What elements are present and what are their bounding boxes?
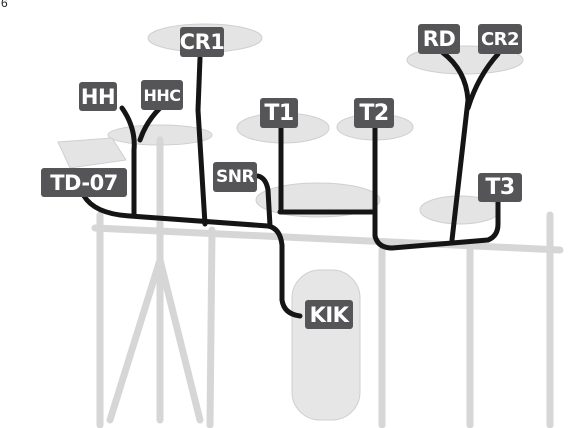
snare-cable xyxy=(255,173,273,229)
ride-cable xyxy=(439,49,471,243)
label-hh: HH xyxy=(79,82,117,111)
crash1-cable xyxy=(195,55,208,227)
label-rd: RD xyxy=(418,24,460,54)
label-cr2: CR2 xyxy=(478,24,522,54)
hihat-controller-cable xyxy=(137,105,163,143)
label-hhc: HHC xyxy=(141,80,183,110)
ride-tom-cable xyxy=(372,197,501,251)
label-td07: TD-07 xyxy=(41,168,127,197)
crash2-cable xyxy=(465,51,501,111)
label-t2: T2 xyxy=(354,98,394,128)
main-cable-trunk xyxy=(81,193,303,319)
label-t3: T3 xyxy=(478,173,522,202)
page-number: 6 xyxy=(1,0,8,10)
module-unit xyxy=(57,137,127,169)
label-snr: SNR xyxy=(213,162,257,192)
hihat-cable xyxy=(119,105,137,219)
label-kik: KIK xyxy=(305,300,353,329)
snare-pad xyxy=(255,182,381,218)
label-cr1: CR1 xyxy=(180,27,225,57)
label-t1: T1 xyxy=(260,98,298,128)
kick-pad xyxy=(291,269,361,421)
